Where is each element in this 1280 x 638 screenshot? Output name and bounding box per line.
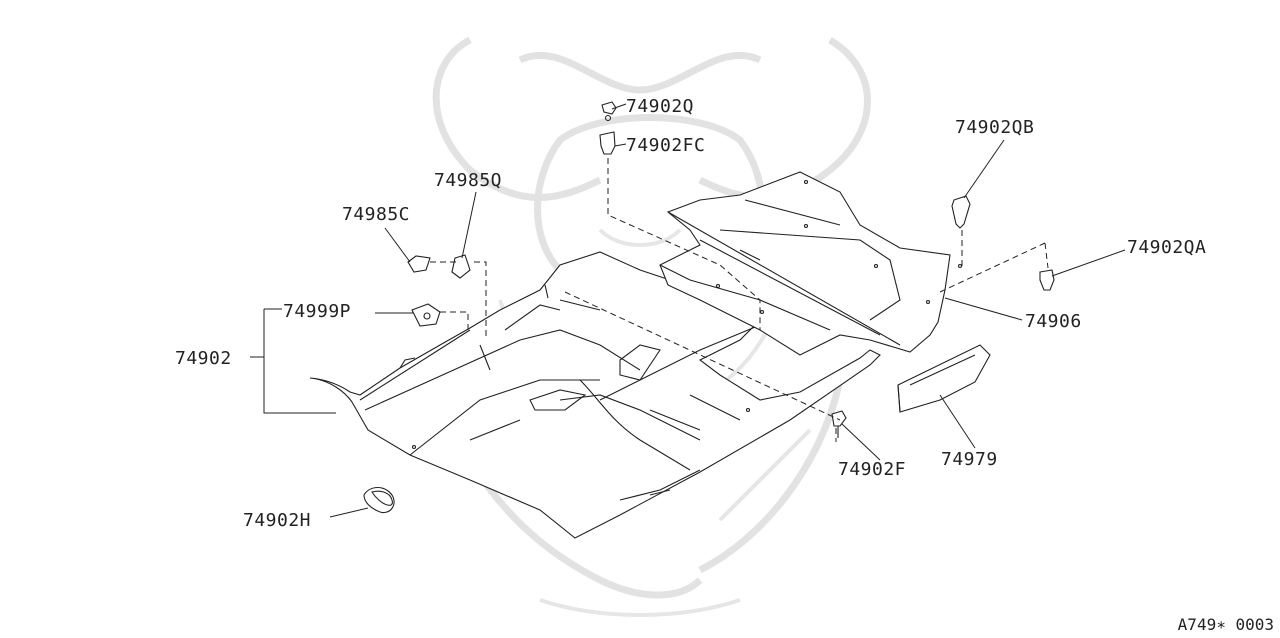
label-74985C: 74985C	[342, 204, 410, 225]
label-74902H: 74902H	[243, 510, 311, 531]
rear-floor-carpet	[659, 171, 963, 356]
side-trim-part	[897, 344, 991, 413]
label-74902QA: 74902QA	[1127, 237, 1206, 258]
leader-lines	[250, 103, 1126, 518]
clip-part-74902H	[363, 486, 395, 514]
label-74902QB: 74902QB	[955, 117, 1034, 138]
label-74902FC: 74902FC	[626, 135, 705, 156]
label-74906: 74906	[1025, 311, 1082, 332]
front-floor-carpet	[309, 251, 881, 539]
fastener-parts	[407, 101, 1055, 438]
diagram-code: A749∗ 0003	[1178, 615, 1274, 634]
label-74985Q: 74985Q	[434, 170, 502, 191]
label-74999P: 74999P	[283, 301, 351, 322]
label-74902Q: 74902Q	[626, 96, 694, 117]
label-74902: 74902	[175, 348, 232, 369]
installation-dashed-lines	[430, 158, 1049, 442]
label-74979: 74979	[941, 449, 998, 470]
label-74902F: 74902F	[838, 459, 906, 480]
